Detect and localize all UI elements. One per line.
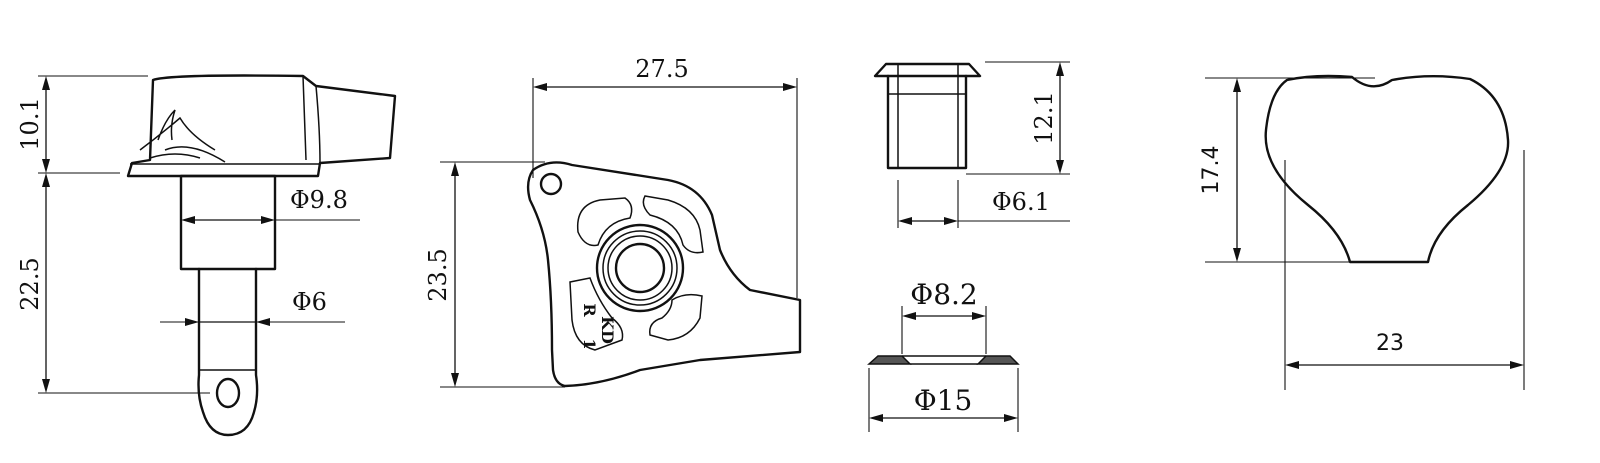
plate-view: KD R 1 27.5 23.5 <box>424 55 802 388</box>
washer-left <box>867 355 912 365</box>
washer-right <box>976 355 1020 365</box>
plate-hub-outer <box>595 223 685 313</box>
plate-stamp-1: 1 <box>580 338 599 349</box>
button-outline <box>1264 74 1510 264</box>
dim-bushing-height: 12.1 <box>1030 91 1058 144</box>
dim-head-height: 10.1 <box>16 97 44 150</box>
plate-cutout-bottom-right <box>649 293 703 341</box>
plate-hub-ring-2 <box>607 235 673 301</box>
side-head-ridge <box>302 75 321 164</box>
side-view: 10.1 22.5 Φ9.8 Φ6 <box>16 74 397 437</box>
plate-hub-inner <box>614 242 666 294</box>
plate-cutout-top-right <box>642 195 704 254</box>
button-view: 17.4 23 <box>1199 74 1525 390</box>
side-wing-detail <box>139 109 226 163</box>
side-bushing <box>179 174 277 271</box>
bushing-view: 12.1 Φ6.1 <box>873 61 1070 228</box>
plate-screw-hole <box>539 172 563 196</box>
washer-view: Φ8.2 Φ15 <box>867 278 1020 432</box>
side-shaft-hole <box>215 377 241 409</box>
bushing-inner-lines <box>888 64 966 168</box>
dim-bushing-diameter-6-1: Φ6.1 <box>992 188 1050 216</box>
side-head-outline <box>126 74 397 178</box>
washer-bore <box>902 355 986 365</box>
plate-hub-ring-1 <box>602 230 678 306</box>
dim-button-height: 17.4 <box>1199 146 1224 195</box>
plate-outline <box>526 161 802 388</box>
plate-stamp-kd: KD <box>598 316 617 344</box>
side-shaft <box>197 267 259 437</box>
dim-washer-outer: Φ15 <box>914 384 973 417</box>
dim-shaft-diameter: Φ6 <box>292 288 327 316</box>
dim-button-width: 23 <box>1376 331 1404 356</box>
dim-washer-inner: Φ8.2 <box>910 278 977 311</box>
plate-cutout-bottom-left <box>569 277 624 351</box>
plate-cutout-top-left <box>576 197 633 247</box>
bushing-flange <box>873 62 982 78</box>
bushing-body <box>886 74 968 170</box>
dim-bushing-diameter: Φ9.8 <box>290 186 348 214</box>
plate-stamp-r: R <box>580 303 599 317</box>
dim-plate-width: 27.5 <box>635 55 688 83</box>
dim-plate-height: 23.5 <box>424 248 452 301</box>
dim-shaft-length: 22.5 <box>16 257 44 310</box>
